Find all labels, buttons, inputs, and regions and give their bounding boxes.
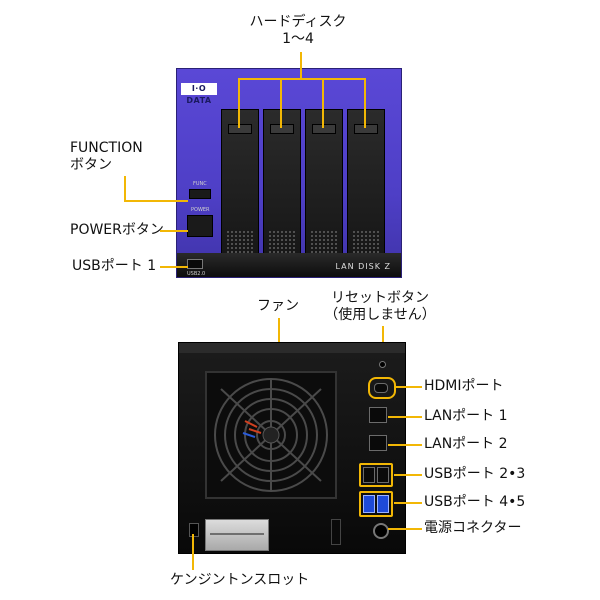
power-connector-callout — [388, 528, 422, 530]
hdmi-highlight — [368, 377, 396, 399]
lan1-callout — [388, 416, 422, 418]
lan-disk-brand: LAN DISK Z — [335, 262, 391, 271]
reset-button[interactable] — [379, 361, 386, 368]
hdd-bay-1[interactable] — [221, 109, 259, 269]
hdd-callout-drop-2 — [280, 78, 282, 128]
label-power-connector: 電源コネクター — [424, 520, 522, 536]
hdd-callout-drop-3 — [322, 78, 324, 128]
label-reset-line1: リセットボタン — [331, 290, 429, 306]
front-bottom-strip: USB2.0 LAN DISK Z — [177, 253, 401, 277]
usb45-highlight — [359, 491, 393, 517]
lan-port-1[interactable] — [369, 407, 387, 423]
func-caption: FUNC — [193, 181, 207, 187]
rear-top-cover — [179, 343, 405, 353]
usb1-callout — [160, 266, 188, 268]
cooling-fan — [205, 371, 337, 499]
label-fan: ファン — [257, 298, 299, 314]
hdd-bay-2[interactable] — [263, 109, 301, 269]
usb-port-3[interactable] — [377, 467, 389, 483]
fan-icon — [214, 378, 328, 492]
label-hdd: ハードディスク 1〜4 — [248, 14, 348, 48]
label-function-line1: FUNCTION — [70, 140, 143, 156]
hdd-callout-stem — [300, 52, 302, 78]
usb-port-5[interactable] — [377, 495, 389, 513]
hdd-callout-bar — [238, 78, 364, 80]
hdd-bay-3[interactable] — [305, 109, 343, 269]
io-data-logo: I·O DATA — [181, 83, 217, 105]
label-function-line2: ボタン — [70, 157, 112, 173]
usb23-highlight — [359, 463, 393, 487]
label-reset-line2: （使用しません） — [324, 307, 436, 323]
hdd-callout-drop-1 — [238, 78, 240, 128]
front-usb-port[interactable] — [187, 259, 203, 269]
label-hdmi: HDMIポート — [424, 378, 504, 394]
hdmi-callout — [396, 386, 422, 388]
usb-port-4[interactable] — [363, 495, 375, 513]
power-caption: POWER — [191, 207, 210, 213]
power-button[interactable] — [187, 215, 213, 237]
function-callout-h — [124, 200, 188, 202]
rear-vent-slot — [331, 519, 341, 545]
label-reset: リセットボタン （使用しません） — [322, 290, 438, 324]
reset-callout — [382, 326, 384, 354]
function-callout-v — [124, 176, 126, 202]
hdd-bay-4[interactable] — [347, 109, 385, 269]
usb-port-2[interactable] — [363, 467, 375, 483]
rear-label-plate — [205, 519, 269, 551]
label-lan1: LANポート 1 — [424, 408, 508, 424]
nas-rear-view — [178, 342, 406, 554]
hdd-callout-drop-4 — [364, 78, 366, 128]
lan2-callout — [388, 444, 422, 446]
kensington-callout — [192, 534, 194, 570]
power-callout — [160, 230, 188, 232]
label-kensington: ケンジントンスロット — [170, 572, 310, 588]
hdmi-port[interactable] — [374, 383, 388, 393]
label-lan2: LANポート 2 — [424, 436, 508, 452]
label-power: POWERボタン — [70, 222, 164, 238]
label-hdd-line2: 1〜4 — [282, 31, 314, 47]
label-usb23: USBポート 2•3 — [424, 466, 526, 482]
usb23-callout — [394, 474, 422, 476]
lan-port-2[interactable] — [369, 435, 387, 451]
label-hdd-line1: ハードディスク — [249, 14, 347, 30]
power-connector[interactable] — [373, 523, 389, 539]
label-usb-1: USBポート 1 — [72, 258, 157, 274]
label-usb45: USBポート 4•5 — [424, 494, 526, 510]
usb45-callout — [394, 502, 422, 504]
label-function: FUNCTION ボタン — [70, 140, 143, 174]
nas-front-view: I·O DATA FUNC POWER USB2.0 LAN DISK Z — [176, 68, 402, 278]
usb-caption: USB2.0 — [187, 271, 206, 277]
function-button[interactable] — [189, 189, 211, 199]
kensington-slot[interactable] — [189, 523, 199, 537]
